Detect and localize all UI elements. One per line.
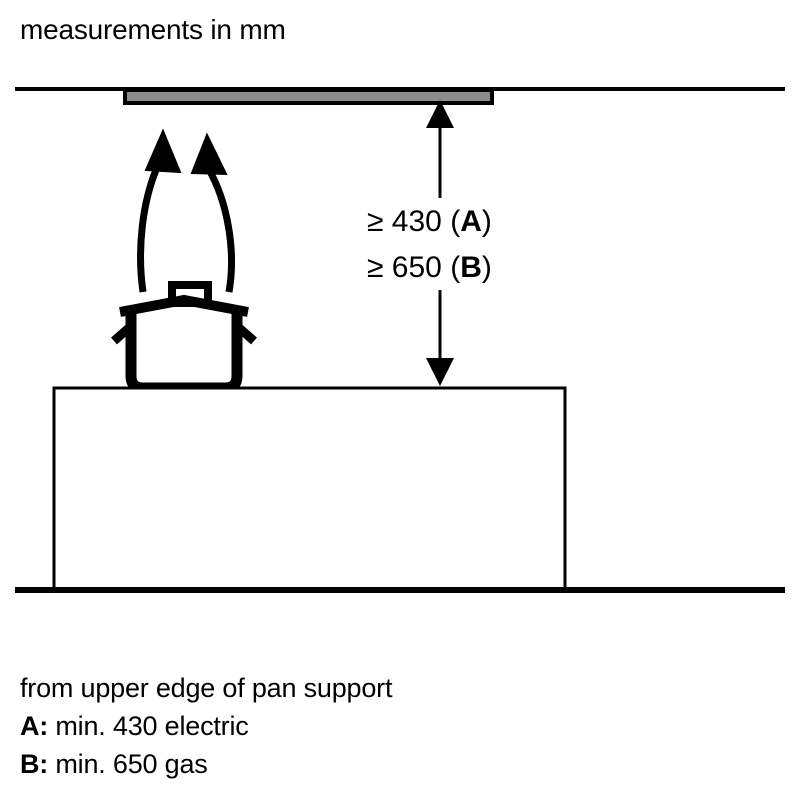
footnote-reference: from upper edge of pan support [20, 673, 393, 703]
page-title: measurements in mm [20, 14, 286, 45]
dimension-label-b-prefix: ≥ 650 ( [367, 251, 461, 284]
dimension-label-b-suffix: ) [481, 251, 492, 284]
pot-body [125, 309, 243, 394]
footnote-a-label: A: [20, 711, 49, 741]
footnote-b-label: B: [20, 749, 49, 779]
dimension-label-a: ≥ 430 (A) [367, 207, 492, 237]
footnote-variant-b: B: min. 650 gas [20, 751, 208, 778]
footnote-a-value: min. 430 electric [48, 711, 249, 741]
kitchen-counter [52, 386, 567, 592]
dimension-arrow-up [426, 100, 454, 128]
cooking-pot [111, 281, 257, 394]
steam-arrow-right [190, 132, 235, 293]
dimension-line-group [426, 100, 454, 386]
dimension-label-a-suffix: ) [481, 205, 492, 238]
dimension-label-a-prefix: ≥ 430 ( [367, 205, 461, 238]
dimension-label-b: ≥ 650 (B) [367, 253, 492, 283]
steam-arrow-left [137, 128, 182, 293]
footnote-b-value: min. 650 gas [48, 749, 208, 779]
dimension-label-a-letter: A [460, 205, 482, 238]
dimension-label-b-letter: B [460, 251, 482, 284]
pot-lid-knob [168, 281, 212, 307]
dimension-arrow-down [426, 358, 454, 386]
footnote-variant-a: A: min. 430 electric [20, 713, 249, 740]
dimension-label-backdrop [360, 198, 560, 290]
extractor-hood [123, 88, 494, 105]
